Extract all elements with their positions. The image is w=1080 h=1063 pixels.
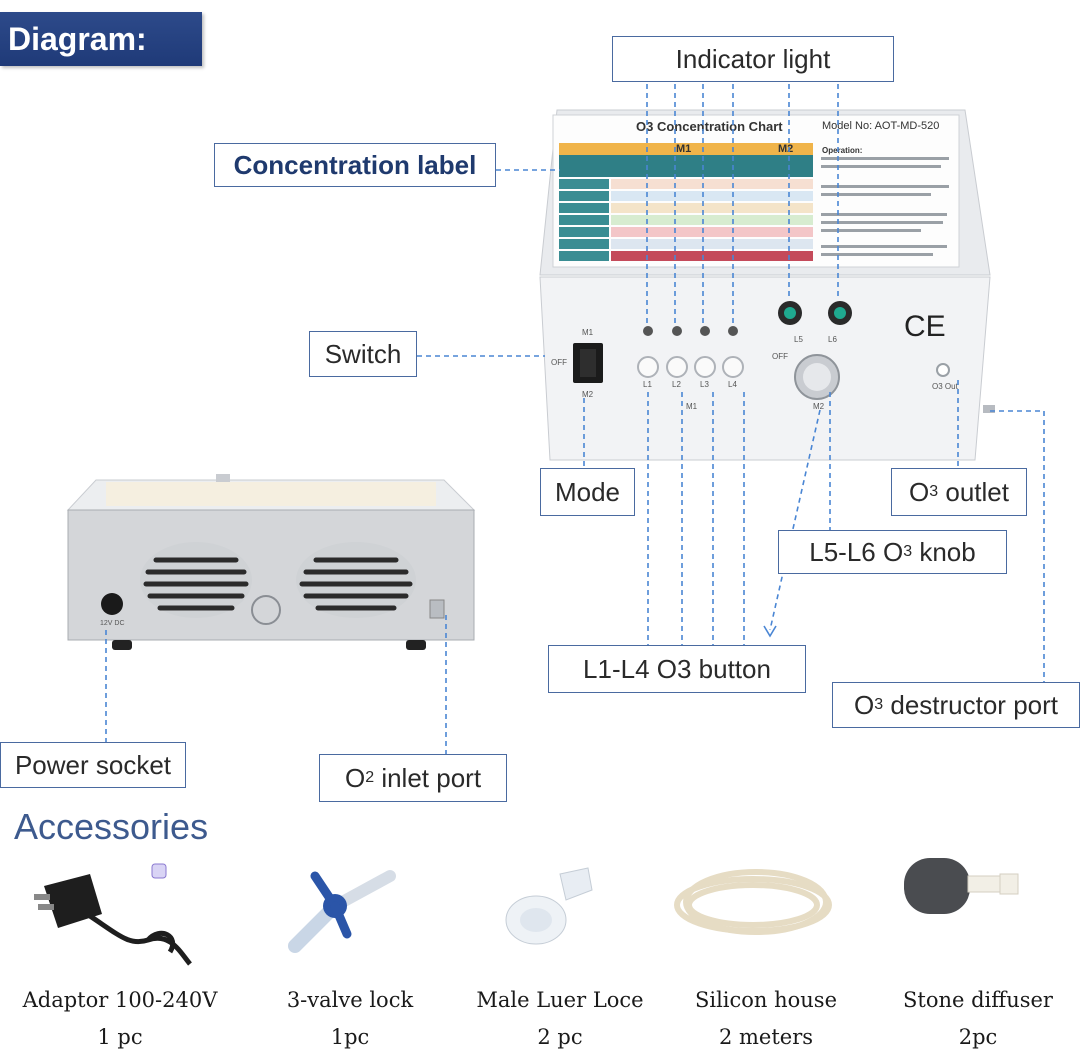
three-valve-lock-image (288, 870, 396, 953)
silicon-tube-image (674, 869, 832, 935)
label-knob-sub: 3 (903, 543, 913, 560)
label-indicator-light: Indicator light (612, 36, 894, 82)
buttons-m1-text: M1 (686, 402, 698, 411)
button-l1-text: L1 (643, 380, 652, 389)
label-switch: Switch (309, 331, 417, 377)
accessory-name: Adaptor 100-240V (22, 988, 218, 1012)
knob-m2-text: M2 (813, 402, 825, 411)
accessory-item-adaptor: Adaptor 100-240V 1 pc (10, 982, 230, 1056)
accessory-item-stone: Stone diffuser 2pc (878, 982, 1078, 1056)
accessory-name: Stone diffuser (903, 988, 1053, 1012)
ozone-generator-rear-illustration (66, 474, 476, 650)
label-mode: Mode (540, 468, 635, 516)
button-l2-text: L2 (672, 380, 681, 389)
knob-l6-text: L6 (828, 335, 837, 344)
accessories-title: Accessories (14, 806, 209, 847)
label-o3-outlet-pre: O (909, 476, 930, 507)
knob-off-text: OFF (772, 352, 788, 361)
button-l3-text: L3 (700, 380, 709, 389)
accessory-name: Male Luer Loce (476, 988, 644, 1012)
button-l4-text: L4 (728, 380, 737, 389)
label-destructor-post: destructor port (883, 689, 1058, 720)
accessory-item-silicon: Silicon house 2 meters (666, 982, 866, 1056)
label-o2-post: inlet port (374, 762, 482, 793)
accessory-name: 3-valve lock (286, 988, 414, 1012)
accessory-qty: 1 pc (97, 1025, 143, 1049)
outlet-text: O3 Out (932, 382, 958, 391)
label-destructor-sub: 3 (874, 696, 884, 713)
switch-m1-text: M1 (582, 328, 594, 337)
switch-m2-text: M2 (582, 390, 594, 399)
dc-socket-text: 12V DC (100, 620, 125, 627)
diagram-title: Diagram: (0, 12, 202, 66)
chart-m1-header: M1 (676, 143, 692, 155)
label-destructor-pre: O (854, 689, 875, 720)
label-o2-sub: 2 (365, 769, 375, 786)
label-concentration: Concentration label (214, 143, 496, 187)
knob-l5-text: L5 (794, 335, 803, 344)
adaptor-image (34, 863, 192, 966)
chart-operation-heading: Operation: (822, 146, 863, 155)
label-o3-outlet-sub: 3 (929, 483, 939, 500)
chart-card-title: O3 Concentration Chart (636, 119, 783, 134)
accessory-item-luer: Male Luer Loce 2 pc (460, 982, 660, 1056)
accessory-qty: 1pc (330, 1025, 370, 1049)
label-o3-outlet-post: outlet (938, 476, 1009, 507)
accessory-qty: 2 meters (718, 1025, 814, 1049)
label-power-socket: Power socket (0, 742, 186, 788)
chart-card-model: Model No: AOT-MD-520 (822, 120, 940, 132)
chart-m2-header: M2 (778, 143, 794, 155)
accessory-qty: 2pc (958, 1025, 998, 1049)
label-knob-post: knob (912, 536, 976, 567)
ce-mark: CE (904, 310, 946, 343)
accessory-name: Silicon house (694, 988, 838, 1012)
stone-diffuser-image (904, 858, 1019, 914)
male-luer-image (505, 867, 593, 945)
accessory-qty: 2 pc (537, 1025, 583, 1049)
label-knob-pre: L5-L6 O (809, 536, 904, 567)
ozone-generator-front-illustration (539, 109, 995, 461)
switch-off-text: OFF (551, 358, 567, 367)
accessory-item-valve: 3-valve lock 1pc (250, 982, 450, 1056)
label-l1-l4-button: L1-L4 O3 button (548, 645, 806, 693)
label-o2-pre: O (344, 762, 366, 793)
